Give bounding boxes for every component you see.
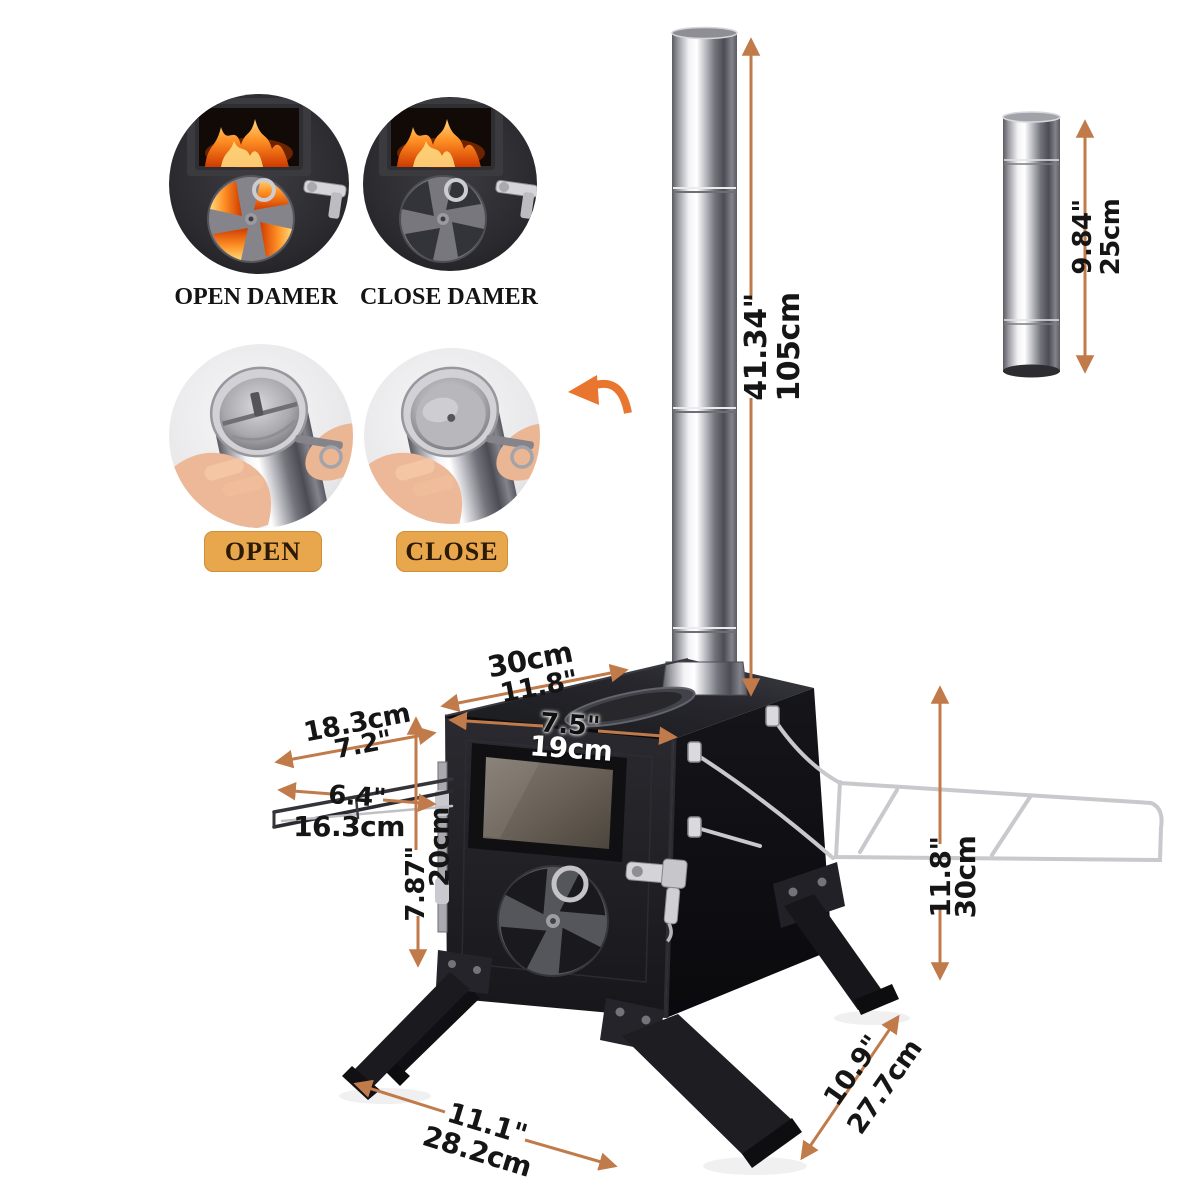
fire-window-icon (377, 97, 505, 178)
valve-close-label: CLOSE (405, 536, 499, 566)
valve-open-label: OPEN (224, 536, 302, 566)
leg-front-right (622, 1014, 792, 1156)
inset-damper-close-photo (363, 97, 537, 271)
damper-ring-handle-icon (444, 178, 468, 202)
dim-arrow-top-length (440, 663, 629, 713)
dim-arrow-top-width (448, 711, 678, 746)
dim-pipe-section-cm: 25cm (1096, 198, 1126, 276)
pull-ring-icon (319, 445, 343, 469)
damper-wheel-close-icon (399, 175, 487, 263)
damper-ring-handle-icon (551, 865, 589, 903)
right-side-rack (687, 705, 1164, 863)
dim-chimney-height-cm: 105cm (772, 292, 807, 402)
dim-arrow-door-height (406, 716, 428, 968)
dim-arrow-rack-depth (277, 781, 437, 813)
inset-damper-open-photo (169, 94, 349, 274)
valve-close-button: CLOSE (396, 531, 508, 572)
door-latch-icon (495, 180, 537, 219)
leg-rear-right (784, 894, 886, 1010)
door-hinge (437, 761, 448, 933)
dim-pipe-section-inches: 9.84" (1068, 199, 1098, 275)
leg-front-left (353, 972, 470, 1088)
dim-arrow-side-rack (274, 726, 437, 769)
dim-arrow-base-width (353, 1079, 618, 1171)
stove-body (435, 658, 832, 1019)
air-damper-wheel (497, 865, 609, 977)
damper-ring-handle-icon (252, 178, 276, 202)
valve-open-button: OPEN (204, 531, 322, 572)
damper-open-label: OPEN DAMER (174, 284, 338, 310)
pull-ring-icon (510, 445, 534, 469)
dim-door-height-cm: 20cm (424, 807, 456, 887)
stove-right-face (666, 688, 832, 1018)
leg-rear-left (391, 986, 480, 1072)
door-latch (625, 858, 688, 943)
damper-wheel-open-icon (207, 175, 295, 263)
dim-arrow-base-depth (800, 1014, 900, 1161)
dim-top-width-cm: 19cm (528, 729, 614, 768)
door-hinge (435, 790, 449, 816)
dim-body-height-cm: 30cm (949, 835, 982, 919)
stove-window-glass (483, 757, 613, 849)
hand-icon (364, 452, 463, 524)
curved-arrow-icon (568, 375, 632, 414)
fire-window-icon (185, 96, 313, 178)
dim-chimney-height-inches: 41.34" (739, 293, 774, 401)
door-hinge (435, 878, 449, 904)
spare-pipe-photo (1002, 111, 1061, 378)
dim-rack-depth-cm: 16.3cm (293, 810, 405, 843)
stove-legs (339, 862, 910, 1175)
inset-valve-open-photo (169, 344, 353, 528)
door-latch-icon (303, 180, 347, 219)
inset-valve-close-photo (364, 348, 540, 524)
chimney-pipe (671, 26, 738, 672)
stove-door-outline (461, 739, 653, 983)
damper-close-label: CLOSE DAMER (359, 284, 539, 310)
dimension-arrows (274, 37, 1095, 1171)
dim-rack-depth-inches: 6.4" (327, 780, 387, 814)
